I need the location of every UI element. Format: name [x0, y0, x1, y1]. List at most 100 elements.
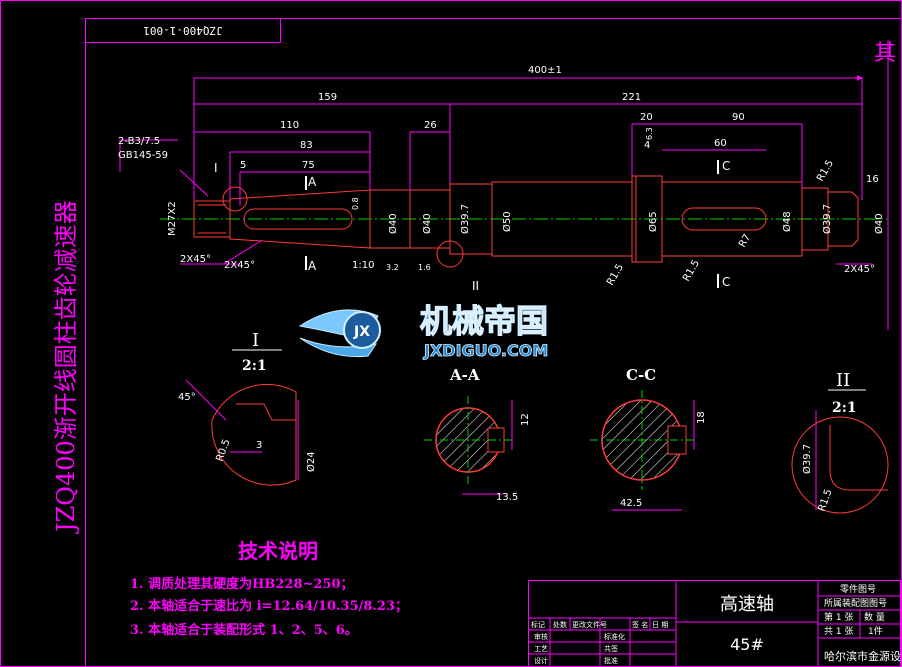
tech-item-2: 2. 本轴适合于速比为 i=12.64/10.35/8.23；: [130, 598, 408, 614]
dim-d50: Ø50: [501, 211, 513, 232]
tb-r1: 零件图号: [840, 583, 876, 595]
dim-taper: 1:10: [352, 260, 374, 271]
section-cc-title: C-C: [626, 366, 656, 384]
tb-total: 共 1 张: [824, 626, 853, 637]
watermark-url: JXDIGUO.COM: [423, 341, 548, 360]
tech-item-3: 3. 本轴适合于装配形式 1、2、5、6。: [130, 622, 358, 638]
tb-mark-3: 签 名: [632, 620, 648, 629]
section-aa-texts: A-A 13.5 12: [449, 366, 531, 503]
detail-mark-ii: II: [472, 279, 479, 293]
dim-r15a: R1.5: [605, 262, 626, 287]
dimension-lines: [119, 40, 889, 330]
detail-i-title: I: [252, 330, 259, 351]
inner-border: [85, 18, 902, 667]
dim-d397: Ø39.7: [459, 204, 471, 234]
shaft-main-view: [160, 175, 888, 268]
top-right-note: 其: [874, 41, 896, 66]
roughness-08: 0.8: [351, 197, 360, 210]
detail-ii-title: II: [836, 370, 850, 391]
section-cc-view: [590, 390, 695, 511]
dimension-texts: 400±1 159 221 110 83 75 5 26 20 90 4 60 …: [118, 65, 885, 293]
dim-75: 75: [302, 160, 315, 171]
dim-20: 20: [640, 112, 653, 123]
detail-i-d24: Ø24: [305, 451, 317, 472]
watermark-logo: JX 机械帝国 JXDIGUO.COM: [298, 301, 549, 360]
tb-r2: 所属装配图图号: [824, 597, 887, 609]
watermark-emblem: JX: [353, 324, 370, 340]
dim-r15b: R1.5: [681, 258, 702, 283]
dim-26: 26: [424, 120, 437, 131]
tb-company: 哈尔滨市金源设: [824, 649, 901, 663]
section-cc-texts: C-C 42.5 18: [620, 366, 707, 509]
title-block-texts: 高速轴 45# 零件图号 所属装配图图号 第 1 张 数 量 共 1 张 1件 …: [531, 583, 901, 665]
side-title: JZQ400渐开线圆柱齿轮减速器: [52, 200, 80, 535]
part-name: 高速轴: [720, 594, 774, 615]
roughness-16: 1.6: [418, 263, 431, 272]
tech-item-1: 1. 调质处理其硬度为HB228~250；: [130, 576, 354, 592]
drawing-number: JZQ400-1-001: [143, 24, 222, 37]
detail-i-scale: 2:1: [242, 358, 267, 374]
dim-5: 5: [240, 160, 246, 171]
dim-110: 110: [280, 120, 299, 131]
dim-d40b: Ø40: [421, 213, 433, 234]
roughness-63: 6.3: [645, 127, 654, 140]
dim-90: 90: [732, 112, 745, 123]
section-aa-title: A-A: [449, 366, 480, 384]
section-cc-18: 18: [696, 411, 707, 424]
tb-sheet-a: 第 1 张: [824, 611, 853, 623]
dim-159: 159: [318, 92, 337, 103]
tb-role-0: 审核: [534, 632, 548, 641]
detail-i-3: 3: [256, 440, 262, 451]
tb-role-2: 设计: [534, 656, 548, 665]
tb-sheet-b: 数 量: [864, 611, 885, 623]
detail-i-view: [185, 349, 299, 486]
center-hole-note: 2-B3/7.5: [118, 136, 160, 147]
dim-chamfer-right: 2X45°: [844, 264, 875, 275]
watermark-gear-icon: [343, 311, 381, 349]
drawing-number-box: [85, 18, 281, 43]
tb-role-1: 工艺: [534, 645, 548, 653]
detail-ii-scale: 2:1: [832, 400, 857, 416]
dim-chamfer-left: 2X45°: [180, 254, 211, 265]
detail-ii-view: [791, 389, 889, 514]
dim-d397b: Ø39.7: [821, 204, 833, 234]
section-aa-12: 12: [520, 413, 531, 426]
dim-16: 16: [866, 174, 879, 185]
detail-ii-r15: R1.5: [816, 488, 834, 513]
section-cut-markers: [305, 160, 719, 288]
detail-ii-d397: Ø39.7: [801, 444, 813, 474]
dim-d40a: Ø40: [387, 213, 399, 234]
tb-mark-2: 更改文件号: [572, 620, 607, 629]
section-aa-view: [424, 396, 513, 495]
section-aa-135: 13.5: [496, 492, 518, 503]
tb-mark-1: 处数: [553, 620, 567, 629]
center-hole-std: GB145-59: [118, 150, 168, 161]
dim-d65: Ø65: [647, 211, 659, 232]
dim-d40c: Ø40: [873, 213, 885, 234]
dim-overall: 400±1: [528, 65, 562, 76]
detail-i-angle: 45°: [178, 392, 196, 403]
detail-i-radius: R0.5: [214, 438, 232, 463]
part-material: 45#: [730, 635, 764, 654]
tb-mark-0: 标记: [531, 620, 545, 629]
section-mark-c2: C: [722, 275, 730, 289]
dim-221: 221: [622, 92, 641, 103]
section-mark-c1: C: [722, 159, 730, 173]
detail-mark-i: I: [214, 161, 218, 175]
watermark-brand: 机械帝国: [420, 302, 548, 340]
section-mark-a2: A: [308, 259, 317, 273]
tb-qty: 1件: [868, 625, 883, 637]
tb-role2-0: 标准化: [604, 632, 625, 641]
dim-chamfer-left2: 2X45°: [224, 260, 255, 271]
title-block: [528, 580, 902, 667]
section-cc-425: 42.5: [620, 498, 642, 509]
dim-60: 60: [714, 138, 727, 149]
detail-ii-texts: II 2:1 Ø39.7 R1.5: [801, 370, 857, 513]
tb-role2-1: 共签: [604, 644, 618, 653]
dim-83: 83: [300, 140, 313, 151]
tb-mark-4: 日 期: [652, 621, 668, 629]
section-mark-a1: A: [308, 175, 317, 189]
tech-notes: 技术说明 1. 调质处理其硬度为HB228~250； 2. 本轴适合于速比为 i…: [130, 539, 408, 638]
